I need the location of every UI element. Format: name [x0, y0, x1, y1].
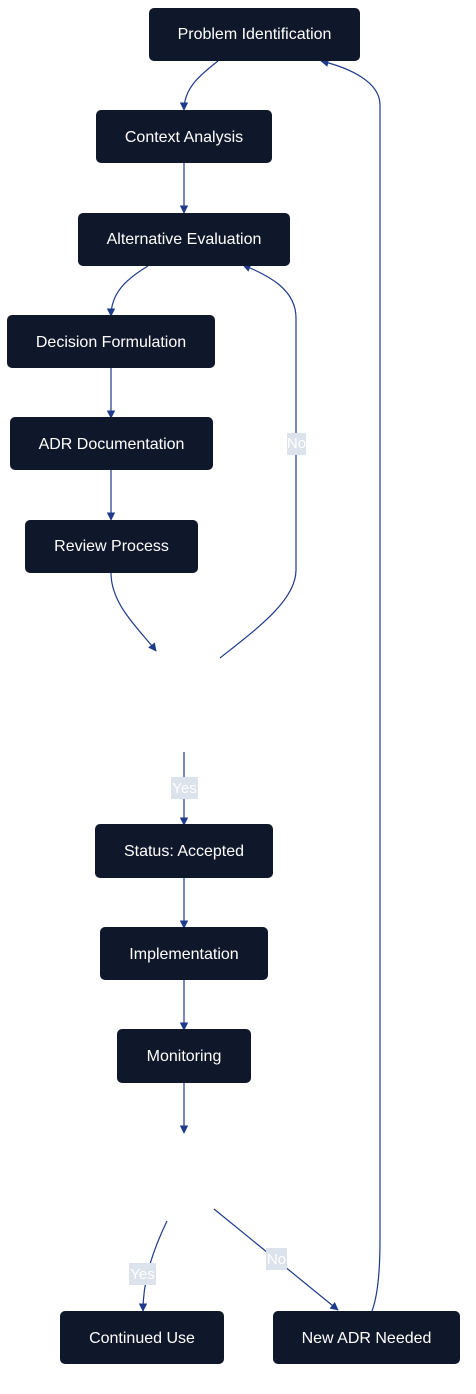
decision-approved-label: Approved?: [145, 679, 222, 696]
node-decision-formulation: Decision Formulation: [7, 315, 215, 368]
node-review-process: Review Process: [25, 520, 198, 573]
edge-label-text: Yes: [172, 780, 196, 797]
node-label: Decision Formulation: [36, 334, 186, 351]
decision-works-label: Works?: [157, 1176, 211, 1193]
edge-review-to-approved: [110, 572, 157, 652]
node-label: Monitoring: [147, 1048, 222, 1065]
node-problem-identification: Problem Identification: [149, 8, 360, 61]
node-label: Implementation: [129, 946, 238, 963]
edge-label-works-yes: Yes: [129, 1263, 156, 1285]
node-label: Review Process: [54, 538, 169, 555]
edge-label-works-no: No: [266, 1248, 287, 1270]
node-label: New ADR Needed: [302, 1330, 432, 1347]
node-alternative-evaluation: Alternative Evaluation: [78, 213, 290, 266]
edge-label-text: No: [287, 435, 306, 452]
node-label: Context Analysis: [125, 129, 243, 146]
edge-label-text: Yes: [130, 1266, 154, 1283]
decision-works: Works?: [157, 1176, 211, 1193]
node-label: Problem Identification: [178, 26, 332, 43]
node-label: ADR Documentation: [39, 436, 185, 453]
node-monitoring: Monitoring: [117, 1029, 251, 1083]
node-adr-documentation: ADR Documentation: [10, 417, 213, 470]
node-continued-use: Continued Use: [60, 1311, 224, 1364]
edge-label-text: No: [267, 1251, 286, 1268]
node-implementation: Implementation: [100, 927, 268, 980]
node-new-adr-needed: New ADR Needed: [273, 1311, 460, 1364]
edge-label-approved-yes: Yes: [171, 777, 198, 799]
edge-new-adr-to-problem: [320, 58, 381, 1312]
node-context-analysis: Context Analysis: [96, 110, 272, 163]
edge-problem-to-context: [179, 60, 219, 111]
edge-alternative-to-decision: [106, 265, 149, 317]
node-label: Status: Accepted: [124, 843, 244, 860]
node-status-accepted: Status: Accepted: [95, 824, 273, 878]
node-label: Continued Use: [89, 1330, 195, 1347]
edge-approved-no-to-alternative: [219, 263, 297, 659]
decision-approved: Approved?: [145, 679, 222, 696]
node-label: Alternative Evaluation: [107, 231, 262, 248]
edge-label-approved-no: No: [287, 433, 306, 455]
